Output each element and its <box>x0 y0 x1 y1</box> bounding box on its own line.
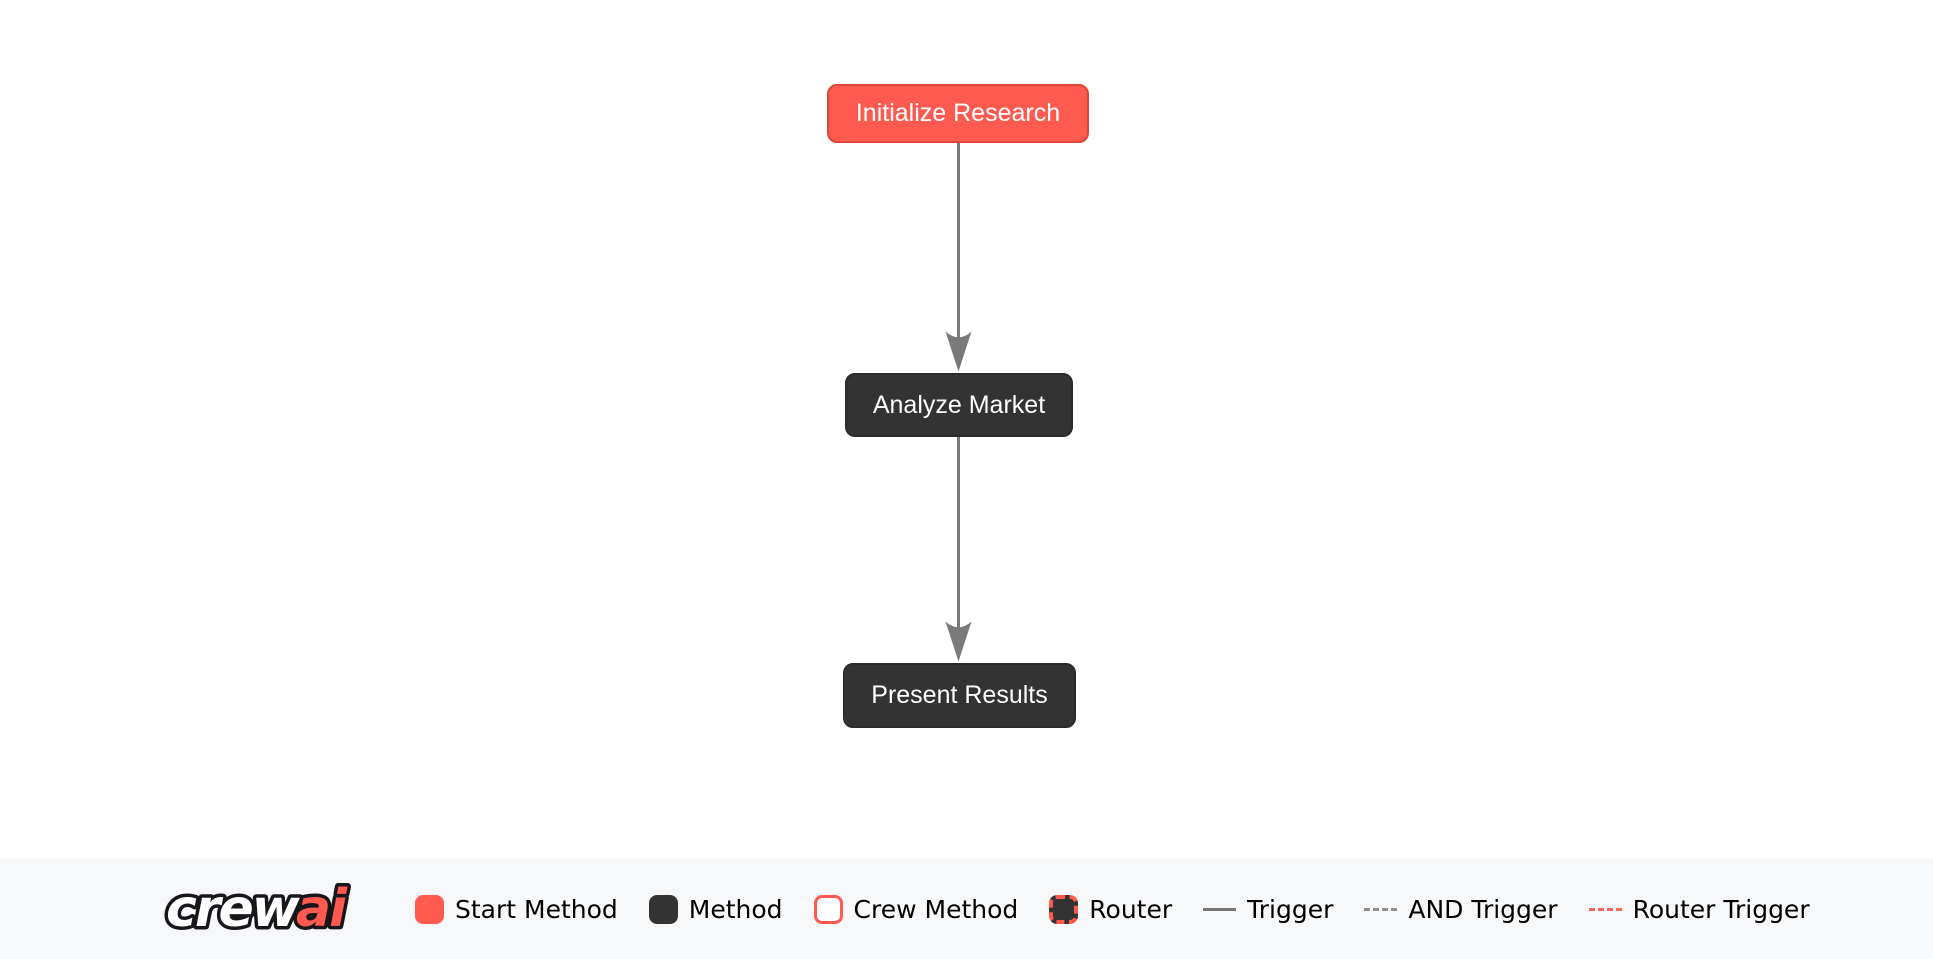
legend-item-router: Router <box>1049 894 1173 924</box>
crewai-logo-crew-text: crew <box>166 879 301 939</box>
router-trigger-line-icon <box>1588 907 1622 911</box>
legend-item-and-trigger: AND Trigger <box>1364 894 1558 924</box>
legend-item-label: Router Trigger <box>1632 894 1810 924</box>
legend-bar: crew ai Start Method Method Crew Method … <box>0 859 1933 959</box>
crewai-logo: crew ai <box>163 876 354 943</box>
legend-item-label: Method <box>688 894 783 924</box>
router-swatch-icon <box>1049 894 1079 924</box>
crewai-logo-ai-text: ai <box>296 879 348 939</box>
legend-item-trigger: Trigger <box>1203 895 1333 924</box>
legend-item-router-trigger: Router Trigger <box>1588 894 1810 924</box>
flow-node-analyze-market[interactable]: Analyze Market <box>845 373 1073 437</box>
start-method-swatch-icon <box>415 894 444 924</box>
legend-item-label: Trigger <box>1247 894 1334 924</box>
trigger-line-icon <box>1203 907 1237 911</box>
method-swatch-icon <box>648 894 678 924</box>
legend-item-label: Crew Method <box>853 894 1019 924</box>
arrowhead-down-icon <box>945 331 972 372</box>
flow-node-present-results[interactable]: Present Results <box>843 663 1076 728</box>
crew-method-swatch-icon <box>813 894 843 924</box>
and-trigger-line-icon <box>1364 907 1398 911</box>
trigger-edge-initialize-to-analyze <box>945 143 972 372</box>
arrowhead-down-icon <box>945 621 972 662</box>
flow-node-initialize-research[interactable]: Initialize Research <box>827 84 1089 143</box>
trigger-edge-analyze-to-present <box>945 437 972 662</box>
legend-item-start-method: Start Method <box>415 894 618 924</box>
legend-item-method: Method <box>648 894 783 924</box>
flow-canvas: Initialize Research Analyze Market Prese… <box>827 84 1089 728</box>
legend-item-label: AND Trigger <box>1408 894 1558 924</box>
legend-item-crew-method: Crew Method <box>813 894 1019 924</box>
flow-edges-layer <box>945 143 972 662</box>
legend-item-label: Start Method <box>455 894 618 924</box>
legend-item-label: Router <box>1089 894 1173 924</box>
